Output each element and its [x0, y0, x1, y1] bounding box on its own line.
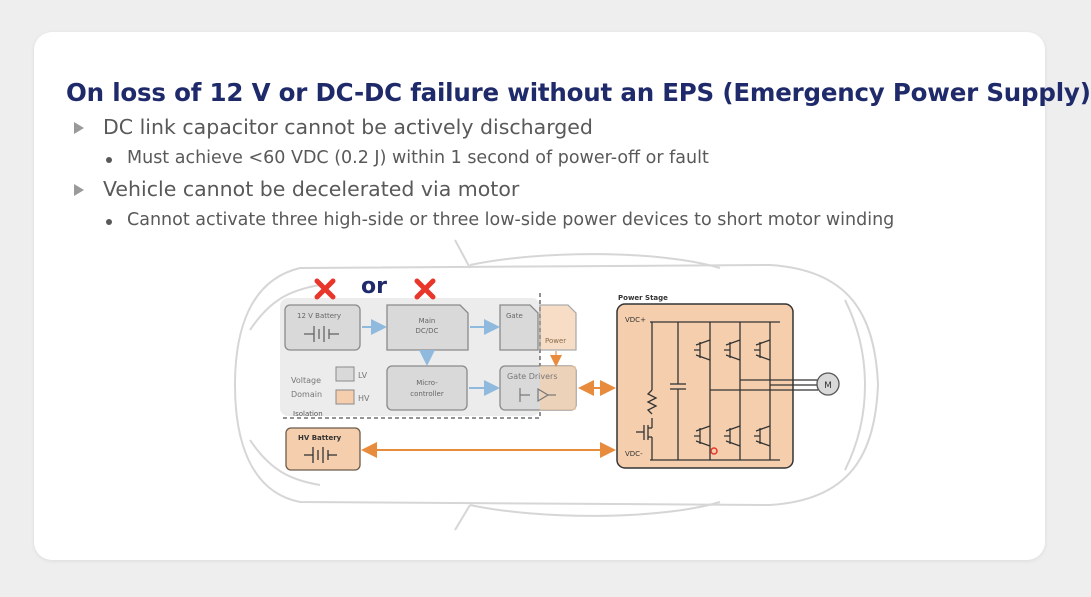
sub-bullet-2: Cannot activate three high-side or three… [127, 210, 895, 230]
bullet-1: DC link capacitor cannot be actively dis… [103, 115, 593, 139]
isolation-label: Isolation [293, 410, 323, 418]
slide-title: On loss of 12 V or DC-DC failure without… [66, 78, 1091, 107]
sub-bullet-1: Must achieve <60 VDC (0.2 J) within 1 se… [127, 148, 709, 168]
gate-drivers-hv-part [540, 366, 576, 410]
failure-cross-icon [314, 278, 336, 300]
battery-12v-label: 12 V Battery [297, 312, 341, 320]
isolation-boundary [283, 292, 541, 419]
bullet-triangle-icon [74, 122, 84, 134]
legend-hv-swatch [335, 389, 355, 405]
microcontroller-box [386, 365, 468, 411]
micro-label-1: Micro- [416, 379, 438, 387]
legend-voltage: Voltage [291, 376, 321, 385]
failure-cross-icon [414, 278, 436, 300]
battery-icon [304, 447, 337, 463]
gate-driver-icon [519, 387, 556, 403]
sub-bullet-dot-icon [106, 219, 112, 225]
legend-hv: HV [358, 394, 370, 403]
legend-lv-swatch [335, 366, 355, 382]
power-box [539, 304, 577, 351]
battery-icon [304, 326, 339, 342]
legend-domain: Domain [291, 390, 322, 399]
dcdc-label-1: Main [419, 317, 436, 325]
bullet-2: Vehicle cannot be decelerated via motor [103, 177, 520, 201]
or-label: or [361, 274, 387, 299]
hv-battery-label: HV Battery [298, 434, 342, 442]
battery-12v-box [284, 304, 361, 351]
power-stage-box [616, 303, 794, 469]
cursor-marker [710, 447, 718, 455]
legend-lv: LV [358, 371, 368, 380]
micro-label-2: controller [410, 390, 444, 398]
gate-top-box [499, 304, 539, 351]
lv-signal-arrows [362, 319, 500, 396]
vdc-plus-label: VDC+ [625, 316, 646, 324]
main-dcdc-box [386, 304, 469, 351]
power-stage-label: Power Stage [618, 294, 668, 302]
gate-drivers-label: Gate Drivers [507, 372, 558, 381]
car-outline [233, 239, 880, 531]
sub-bullet-dot-icon [106, 157, 112, 163]
bullet-triangle-icon [74, 184, 84, 196]
inverter-circuit [636, 321, 818, 461]
motor-icon [816, 372, 840, 396]
vdc-minus-label: VDC- [625, 450, 643, 458]
motor-label: M [824, 381, 832, 391]
gate-top-label: Gate [506, 312, 523, 320]
dcdc-label-2: DC/DC [416, 327, 439, 335]
power-label: Power [545, 337, 566, 345]
